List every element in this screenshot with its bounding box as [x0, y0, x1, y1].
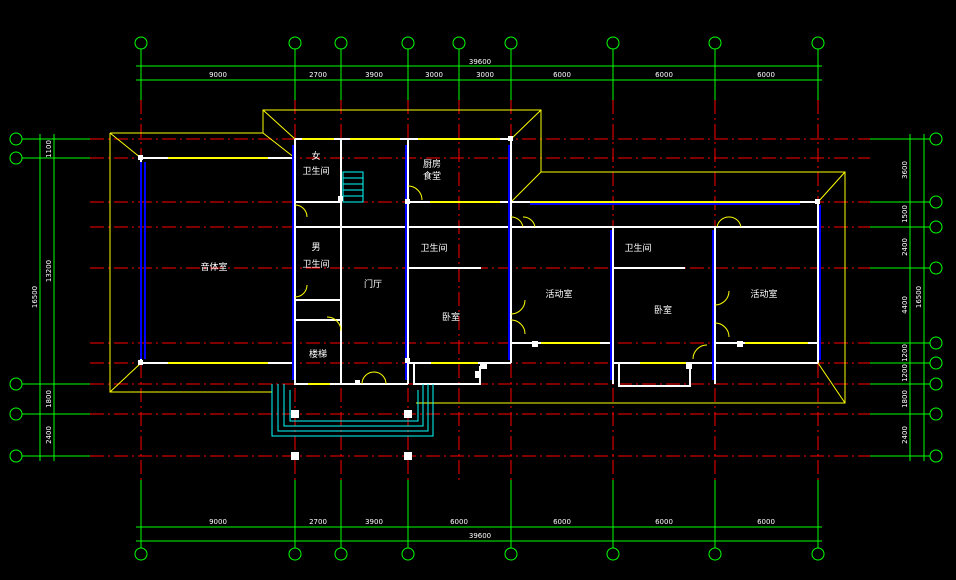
left-dimensions: 1100 13200 1800 2400 16500	[31, 140, 53, 444]
roof-outline	[109, 109, 846, 404]
top-dim-3: 3900	[365, 71, 383, 79]
top-dim-8: 6000	[757, 71, 775, 79]
top-dim-4: 3000	[425, 71, 443, 79]
top-dim-1: 9000	[209, 71, 227, 79]
room-label-music: 音体室	[200, 261, 227, 273]
stair-steps	[342, 171, 364, 203]
right-dim-8: 2400	[901, 426, 909, 444]
right-dim-3: 2400	[901, 238, 909, 256]
bottom-dim-7: 6000	[757, 518, 775, 526]
axis-bubbles	[9, 36, 943, 561]
windows	[140, 138, 821, 385]
room-label-bedroom-b: 卧室	[654, 304, 672, 316]
left-dim-2: 13200	[45, 260, 53, 282]
room-label-activity-a: 活动室	[545, 288, 572, 300]
dimension-lines	[39, 65, 925, 542]
bottom-dim-5: 6000	[553, 518, 571, 526]
bottom-dim-6: 6000	[655, 518, 673, 526]
top-total-label: 39600	[469, 58, 491, 66]
room-label-wc-a: 卫生间	[420, 242, 447, 254]
room-label-male-1: 男	[311, 242, 320, 253]
right-dim-4: 4400	[901, 296, 909, 314]
right-dim-7: 1800	[901, 390, 909, 408]
left-total-label: 16500	[31, 286, 39, 308]
room-label-female-2: 卫生间	[302, 165, 329, 177]
room-label-stair: 楼梯	[309, 348, 327, 360]
left-dim-4: 2400	[45, 426, 53, 444]
room-label-kitchen-1: 厨房	[423, 158, 441, 170]
bottom-dimensions: 9000 2700 3900 6000 6000 6000 6000 39600	[209, 518, 775, 540]
room-label-female-1: 女	[311, 150, 320, 162]
right-total-label: 16500	[915, 286, 923, 308]
bottom-dim-3: 3900	[365, 518, 383, 526]
left-dim-1: 1100	[45, 140, 53, 158]
left-dim-3: 1800	[45, 390, 53, 408]
top-dim-7: 6000	[655, 71, 673, 79]
right-dim-5: 1200	[901, 344, 909, 362]
room-label-kitchen-2: 食堂	[423, 170, 441, 182]
room-label-male-2: 卫生间	[302, 258, 329, 270]
room-label-bedroom-a: 卧室	[442, 311, 460, 323]
walls	[140, 138, 819, 387]
top-dim-5: 3000	[476, 71, 494, 79]
room-label-activity-b: 活动室	[750, 288, 777, 300]
bottom-dim-4: 6000	[450, 518, 468, 526]
columns	[138, 136, 820, 460]
top-dimensions: 39600 9000 2700 3900 3000 3000 6000 6000…	[209, 58, 775, 79]
right-dim-1: 3600	[901, 161, 909, 179]
room-labels: 音体室 女 卫生间 男 卫生间 楼梯 门厅 厨房 食堂 卫生间 卧室 活动室 卫…	[200, 150, 777, 360]
top-dim-6: 6000	[553, 71, 571, 79]
right-dimensions: 3600 1500 2400 4400 1200 1200 1800 2400 …	[901, 161, 923, 444]
right-dim-6: 1200	[901, 364, 909, 382]
bottom-dim-1: 9000	[209, 518, 227, 526]
top-dim-2: 2700	[309, 71, 327, 79]
room-label-lobby: 门厅	[364, 278, 382, 290]
room-label-wc-b: 卫生间	[624, 242, 651, 254]
entrance-steps	[271, 384, 434, 437]
bottom-total-label: 39600	[469, 532, 491, 540]
door-swings	[294, 185, 742, 385]
bottom-dim-2: 2700	[309, 518, 327, 526]
right-dim-2: 1500	[901, 205, 909, 223]
